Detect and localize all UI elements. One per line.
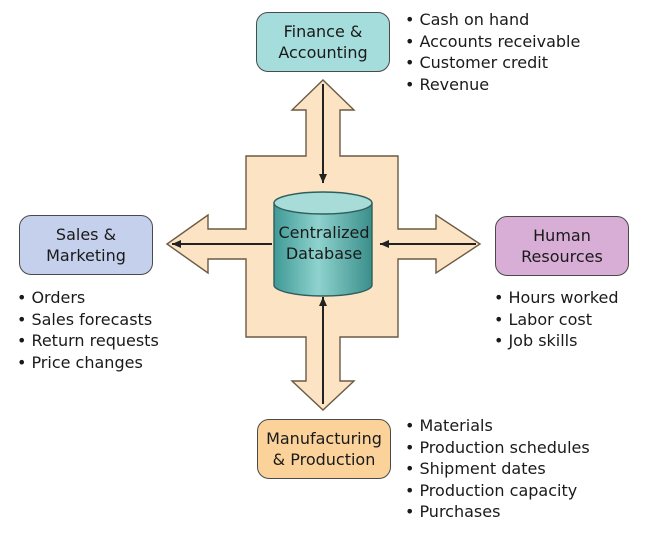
- list-item: Accounts receivable: [405, 31, 580, 53]
- sales-marketing-box: Sales & Marketing: [19, 215, 153, 275]
- list-item: Purchases: [405, 501, 590, 523]
- list-item: Customer credit: [405, 52, 580, 74]
- hr-label-line: Resources: [521, 247, 603, 266]
- manufacturing-data-list: Materials Production schedules Shipment …: [405, 415, 590, 523]
- list-item: Labor cost: [494, 309, 619, 331]
- database-label-line: Database: [285, 244, 363, 263]
- manufacturing-production-box: Manufacturing & Production: [257, 419, 391, 479]
- finance-label-line: Finance &: [283, 22, 363, 41]
- sales-label-line: Marketing: [46, 246, 126, 265]
- list-item: Hours worked: [494, 287, 618, 309]
- list-item: Materials: [405, 415, 590, 437]
- finance-data-list: Cash on hand Accounts receivable Custome…: [405, 9, 580, 95]
- sales-data-list: Orders Sales forecasts Return requests P…: [17, 287, 159, 374]
- hr-label-line: Human: [533, 226, 591, 245]
- list-item: Return requests: [17, 330, 158, 352]
- database-label: Centralized Database: [274, 222, 374, 264]
- finance-label-line: Accounting: [278, 43, 368, 62]
- list-item: Job skills: [494, 330, 619, 352]
- human-resources-box: Human Resources: [495, 216, 629, 276]
- list-item: Cash on hand: [405, 9, 580, 31]
- sales-label-line: Sales &: [55, 225, 117, 244]
- list-item: Shipment dates: [405, 458, 590, 480]
- list-item: Orders: [17, 287, 159, 309]
- list-item: Revenue: [405, 74, 580, 96]
- list-item: Production schedules: [405, 437, 589, 459]
- manufacturing-label-line: Manufacturing: [266, 429, 382, 448]
- list-item: Price changes: [17, 352, 159, 374]
- finance-accounting-box: Finance & Accounting: [256, 12, 390, 72]
- manufacturing-label-line: & Production: [272, 450, 376, 469]
- database-cylinder-icon: [273, 191, 373, 297]
- list-item: Sales forecasts: [17, 309, 159, 331]
- database-label-line: Centralized: [278, 223, 370, 242]
- hr-data-list: Hours worked Labor cost Job skills: [494, 287, 619, 352]
- list-item: Production capacity: [405, 480, 590, 502]
